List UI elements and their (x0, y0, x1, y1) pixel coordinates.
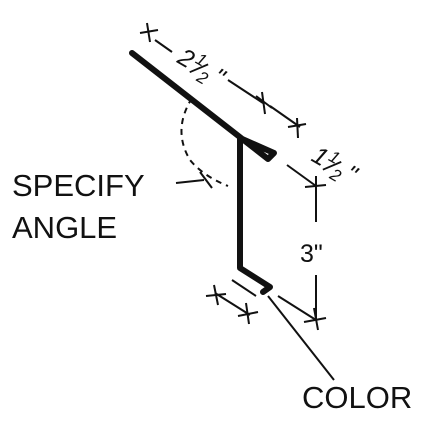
dimension-top-flange (139, 22, 273, 115)
dim-line (214, 292, 251, 316)
fraction-bar (322, 161, 342, 171)
profile-outline (129, 50, 277, 295)
specify-label: SPECIFY (12, 168, 145, 203)
angle-leader (175, 179, 205, 184)
fraction-bar (189, 63, 209, 74)
dim-text-vertical: 3" (300, 240, 323, 268)
dim-line (154, 39, 173, 53)
dim-tick (303, 317, 327, 323)
dim-ext (231, 279, 257, 297)
dimension-vertical (277, 186, 327, 331)
dim-ext (277, 295, 317, 321)
angle-label: ANGLE (12, 210, 117, 245)
dim-unit: " (208, 63, 231, 92)
angle-arc-tick (199, 171, 213, 189)
dim-line (269, 105, 301, 128)
color-label: COLOR (302, 380, 412, 415)
dim-tick (261, 91, 266, 115)
dim-tick (146, 22, 151, 43)
dim-unit: " (340, 160, 363, 189)
dim-tick (313, 307, 319, 331)
trim-profile (129, 50, 277, 295)
dim-tick (213, 284, 219, 306)
dim-tick (296, 117, 299, 139)
dim-line (227, 79, 264, 104)
dim-tick (245, 302, 250, 325)
dimension-hem (205, 279, 259, 325)
dim-ext (286, 164, 317, 187)
color-leader (267, 295, 335, 381)
